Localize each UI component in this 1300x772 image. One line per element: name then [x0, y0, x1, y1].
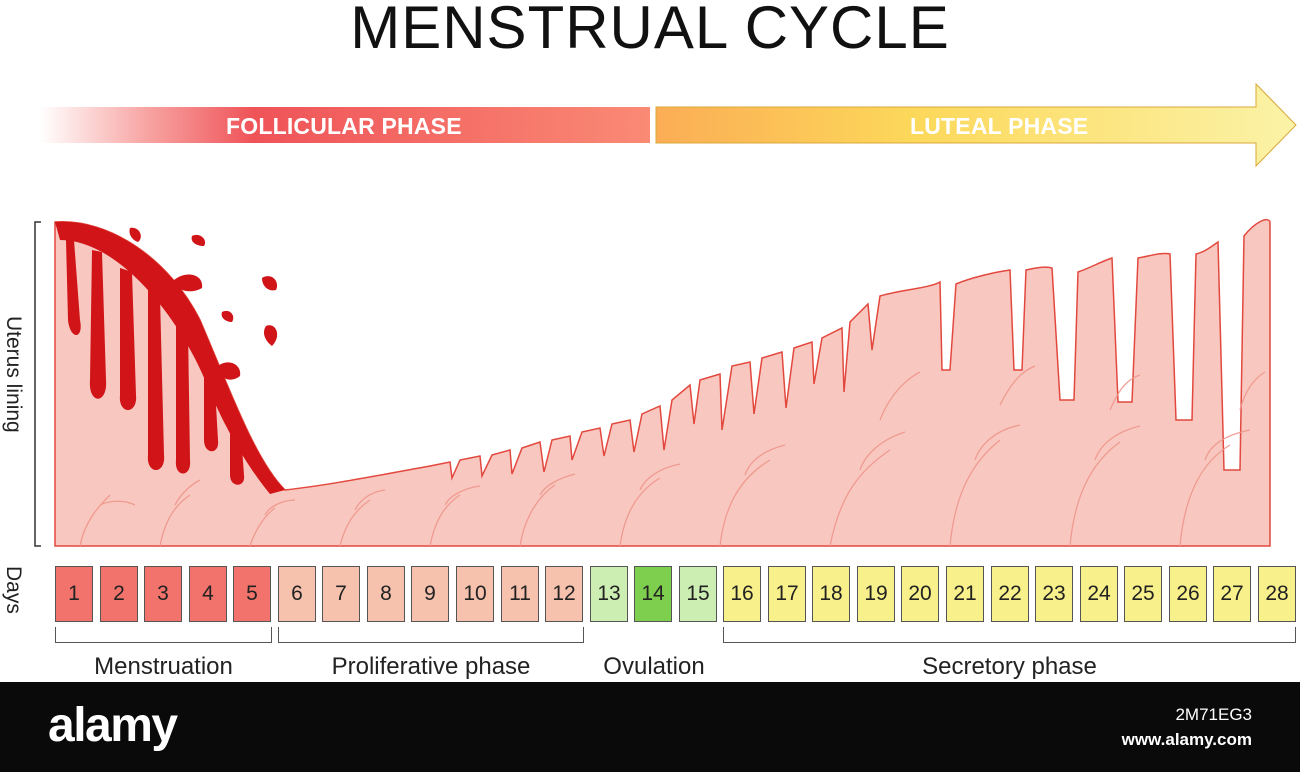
day-28-box: 28	[1258, 566, 1296, 622]
lining-axis-bracket	[34, 221, 41, 547]
secretory-bracket	[723, 627, 1296, 643]
footer-bar: alamy 2M71EG3 www.alamy.com	[0, 682, 1300, 772]
day-23-box: 23	[1035, 566, 1073, 622]
phase-arrow	[40, 82, 1297, 168]
day-12-box: 12	[545, 566, 583, 622]
menstruation-label: Menstruation	[94, 653, 233, 680]
day-7-box: 7	[322, 566, 360, 622]
proliferative-bracket	[278, 627, 584, 643]
lining-tissue	[54, 218, 1271, 547]
day-18-box: 18	[812, 566, 850, 622]
day-22-box: 22	[991, 566, 1029, 622]
day-13-box: 13	[590, 566, 628, 622]
day-1-box: 1	[55, 566, 93, 622]
luteal-arrow-segment	[655, 82, 1297, 168]
follicular-phase-label: FOLLICULAR PHASE	[226, 113, 462, 139]
day-15-box: 15	[679, 566, 717, 622]
page-title: MENSTRUAL CYCLE	[350, 0, 950, 61]
day-4-box: 4	[189, 566, 227, 622]
proliferative-label: Proliferative phase	[331, 653, 531, 680]
day-11-box: 11	[501, 566, 539, 622]
follicular-arrow-segment	[40, 107, 650, 143]
day-9-box: 9	[411, 566, 449, 622]
day-17-box: 17	[768, 566, 806, 622]
day-3-box: 3	[144, 566, 182, 622]
day-24-box: 24	[1080, 566, 1118, 622]
day-10-box: 10	[456, 566, 494, 622]
luteal-phase-label: LUTEAL PHASE	[910, 113, 1089, 139]
uterus-lining-illustration	[34, 218, 1271, 547]
ovulation-label: Ovulation	[603, 653, 705, 680]
uterus-lining-label: Uterus lining	[2, 316, 25, 433]
menstrual-blood	[55, 221, 285, 494]
day-19-box: 19	[857, 566, 895, 622]
site-link[interactable]: www.alamy.com	[1121, 730, 1252, 749]
day-16-box: 16	[723, 566, 761, 622]
day-5-box: 5	[233, 566, 271, 622]
day-25-box: 25	[1124, 566, 1162, 622]
day-26-box: 26	[1169, 566, 1207, 622]
secretory-label: Secretory phase	[922, 653, 1097, 680]
day-27-box: 27	[1213, 566, 1251, 622]
day-6-box: 6	[278, 566, 316, 622]
day-2-box: 2	[100, 566, 138, 622]
menstruation-bracket	[55, 627, 272, 643]
image-id: 2M71EG3	[1175, 705, 1252, 724]
day-14-box: 14	[634, 566, 672, 622]
day-8-box: 8	[367, 566, 405, 622]
blood-vessels	[79, 365, 1266, 547]
day-20-box: 20	[901, 566, 939, 622]
day-21-box: 21	[946, 566, 984, 622]
days-label: Days	[2, 566, 25, 614]
brand-logo[interactable]: alamy	[48, 699, 178, 752]
